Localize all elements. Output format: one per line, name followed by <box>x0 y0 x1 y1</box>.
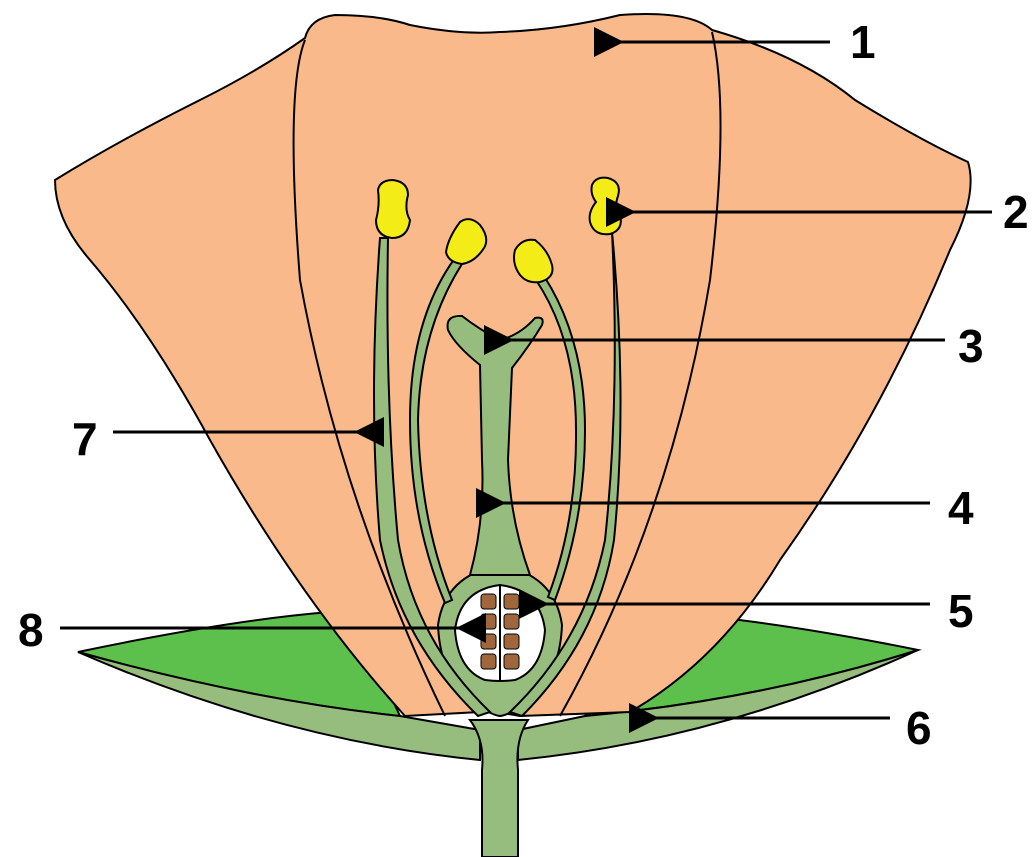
callout-label-4: 4 <box>948 482 974 534</box>
ovule <box>504 634 519 649</box>
callout-label-7: 7 <box>72 413 98 465</box>
ovule <box>481 614 496 629</box>
callout-label-5: 5 <box>948 585 974 637</box>
callout-label-1: 1 <box>850 16 876 68</box>
callout-label-8: 8 <box>18 604 44 656</box>
ovule <box>504 654 519 669</box>
ovule <box>504 614 519 629</box>
anther <box>590 178 621 235</box>
callout-label-6: 6 <box>906 702 932 754</box>
ovule <box>504 594 519 609</box>
callout-label-2: 2 <box>1003 186 1029 238</box>
ovule <box>481 634 496 649</box>
ovule <box>481 594 496 609</box>
anther <box>376 180 410 238</box>
ovule <box>481 654 496 669</box>
callout-label-3: 3 <box>958 320 984 372</box>
